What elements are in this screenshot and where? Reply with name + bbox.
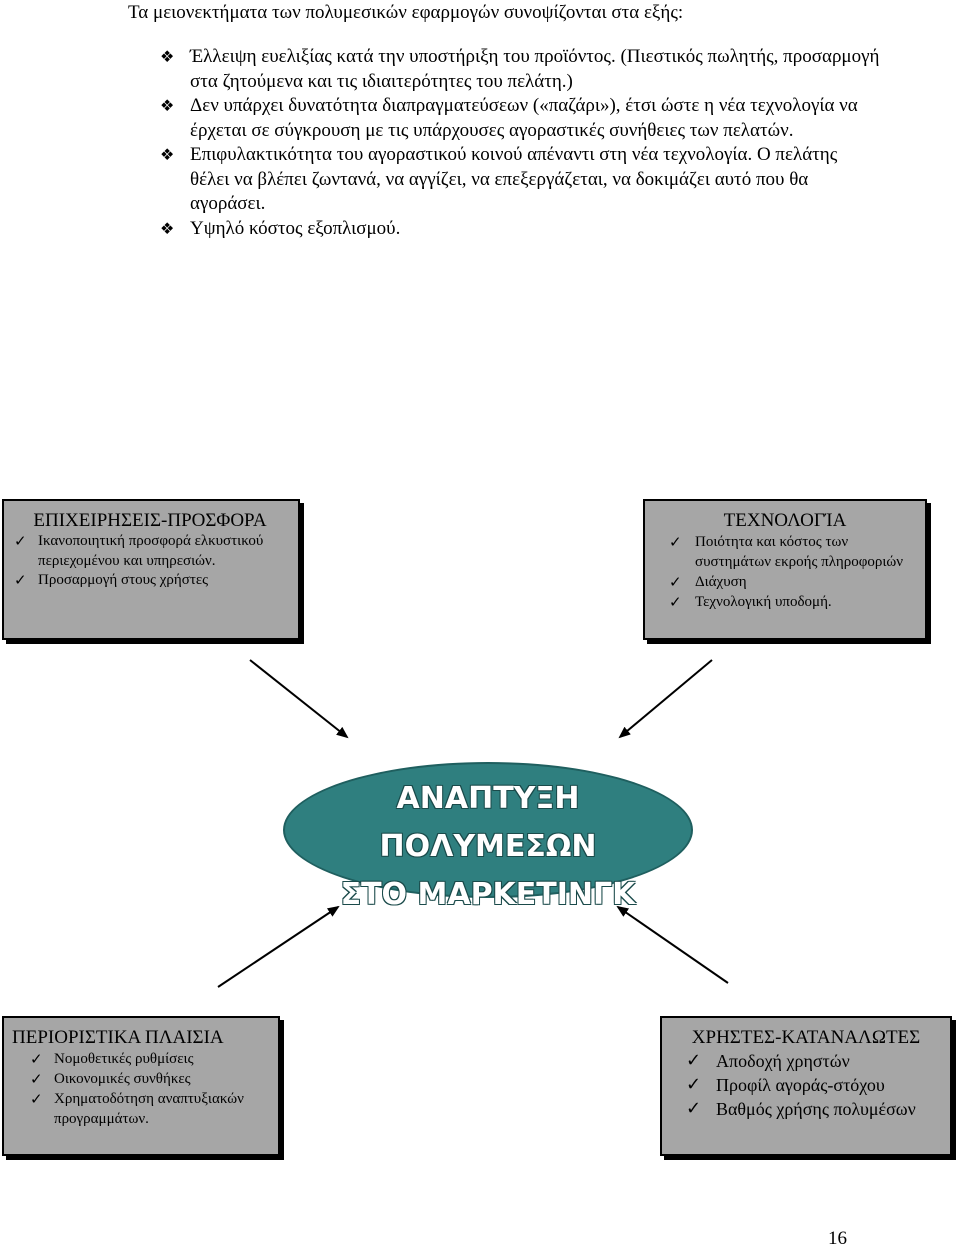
center-ellipse (283, 762, 693, 898)
box-technology: ΤΕΧΝΟΛΟΓΊΑ ✓Ποιότητα και κόστος των συστ… (643, 499, 927, 640)
list-item: ✓Χρηματοδότηση αναπτυξιακών προγραμμάτων… (30, 1090, 244, 1127)
check-icon: ✓ (669, 533, 682, 551)
box-list: ✓Νομοθετικές ρυθμίσεις ✓Οικονομικές συνθ… (12, 1049, 272, 1129)
box-title: ΤΕΧΝΟΛΟΓΊΑ (723, 510, 847, 531)
list-item: ✓Τεχνολογική υποδομή. (669, 593, 832, 611)
box-title: ΕΠΙΧΕΙΡΗΣΕΙΣ-ΠΡΟΣΦΟΡΑ (33, 510, 267, 531)
list-item: ✓Διάχυση (669, 573, 747, 591)
diamond-bullet-icon: ❖ (160, 145, 175, 164)
list-item: ✓Οικονομικές συνθήκες (30, 1070, 191, 1088)
page-number: 16 (828, 1228, 847, 1249)
diamond-bullet-icon: ❖ (160, 47, 175, 66)
list-item: ✓Αποδοχή χρηστών (686, 1050, 850, 1071)
list-item: ❖Επιφυλακτικότητα του αγοραστικού κοινού… (160, 144, 838, 214)
box-constraints: ΠΕΡΙΟΡΙΣΤΙΚΑ ΠΛΑΙΣΙΑ ✓Νομοθετικές ρυθμίσ… (2, 1016, 280, 1156)
box-business-offer: ΕΠΙΧΕΙΡΗΣΕΙΣ-ΠΡΟΣΦΟΡΑ ✓Ικανοποιητική προ… (2, 499, 300, 640)
arrow-top-right (618, 659, 713, 739)
list-item: ✓Ποιότητα και κόστος των συστημάτων εκρο… (669, 533, 904, 570)
list-item: ❖Έλλειψη ευελιξίας κατά την υποστήριξη τ… (160, 46, 880, 92)
box-users-consumers: ΧΡΗΣΤΕΣ-ΚΑΤΑΝΑΛΩΤΕΣ ✓Αποδοχή χρηστών ✓Πρ… (660, 1016, 952, 1156)
check-icon: ✓ (686, 1050, 702, 1071)
arrow-bottom-right (616, 905, 729, 984)
center-title-line2: ΣΤΟ ΜΑΡΚΕΤΙΝΓΚ (340, 877, 636, 912)
list-item: ✓Ικανοποιητική προσφορά ελκυστικού περιε… (14, 532, 264, 569)
center-title-line1: ΑΝΑΠΤΥΞΗ ΠΟΛΥΜΕΣΩΝ (379, 781, 597, 864)
check-icon: ✓ (30, 1090, 43, 1108)
check-icon: ✓ (686, 1074, 702, 1095)
box-list: ✓Αποδοχή χρηστών ✓Προφίλ αγοράς-στόχου ✓… (668, 1049, 944, 1121)
check-icon: ✓ (686, 1098, 702, 1119)
disadvantages-list: ❖Έλλειψη ευελιξίας κατά την υποστήριξη τ… (160, 45, 880, 241)
list-item: ✓Νομοθετικές ρυθμίσεις (30, 1050, 194, 1068)
list-item: ✓Προφίλ αγοράς-στόχου (686, 1074, 885, 1095)
list-item: ✓Βαθμός χρήσης πολυμέσων (686, 1098, 916, 1119)
list-item: ❖Υψηλό κόστος εξοπλισμού. (160, 217, 880, 242)
check-icon: ✓ (14, 532, 27, 550)
box-list: ✓Ποιότητα και κόστος των συστημάτων εκρο… (651, 532, 919, 612)
arrow-top-left (249, 659, 349, 739)
intro-text: Τα μειονεκτήματα των πολυμεσικών εφαρμογ… (128, 2, 684, 23)
diamond-bullet-icon: ❖ (160, 96, 175, 115)
arrow-bottom-left (217, 905, 340, 988)
check-icon: ✓ (669, 593, 682, 611)
check-icon: ✓ (14, 571, 27, 589)
box-list: ✓Ικανοποιητική προσφορά ελκυστικού περιε… (10, 532, 292, 591)
list-item: ❖Δεν υπάρχει δυνατότητα διαπραγματεύσεων… (160, 95, 858, 141)
diamond-bullet-icon: ❖ (160, 218, 175, 238)
box-title: ΧΡΗΣΤΕΣ-ΚΑΤΑΝΑΛΩΤΕΣ (691, 1027, 921, 1048)
box-title: ΠΕΡΙΟΡΙΣΤΙΚΑ ΠΛΑΙΣΙΑ (12, 1027, 224, 1048)
check-icon: ✓ (669, 573, 682, 591)
check-icon: ✓ (30, 1070, 43, 1088)
list-item: ✓Προσαρμογή στους χρήστες (14, 571, 209, 589)
center-title: ΑΝΑΠΤΥΞΗ ΠΟΛΥΜΕΣΩΝ ΣΤΟ ΜΑΡΚΕΤΙΝΓΚ (283, 775, 693, 919)
check-icon: ✓ (30, 1050, 43, 1068)
